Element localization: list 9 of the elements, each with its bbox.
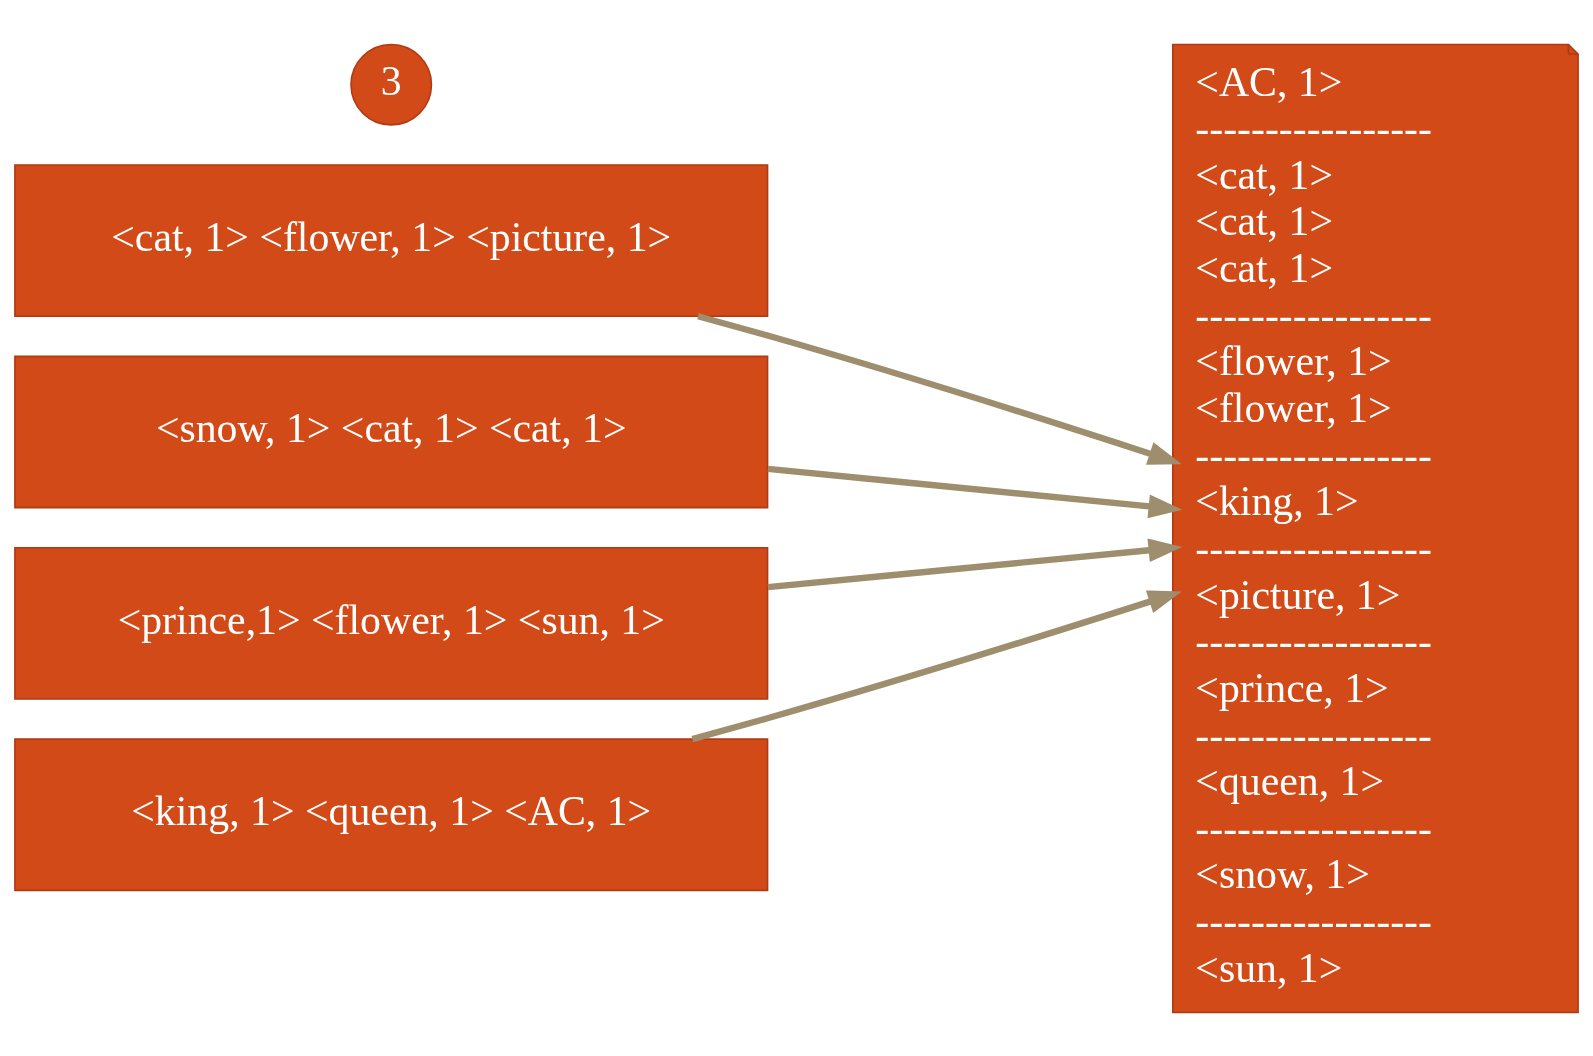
node-box: <king, 1> <queen, 1> <AC, 1>	[14, 737, 769, 891]
arrow	[697, 312, 1182, 465]
node-box: <snow, 1> <cat, 1> <cat, 1>	[14, 355, 769, 508]
arrow	[767, 465, 1183, 518]
node-circle: 3	[350, 43, 433, 126]
arrow	[691, 589, 1182, 742]
node-box: <cat, 1> <flower, 1> <picture, 1>	[14, 163, 769, 317]
arrow	[767, 537, 1183, 590]
node-box: <prince,1> <flower, 1> <sun, 1>	[14, 546, 769, 700]
